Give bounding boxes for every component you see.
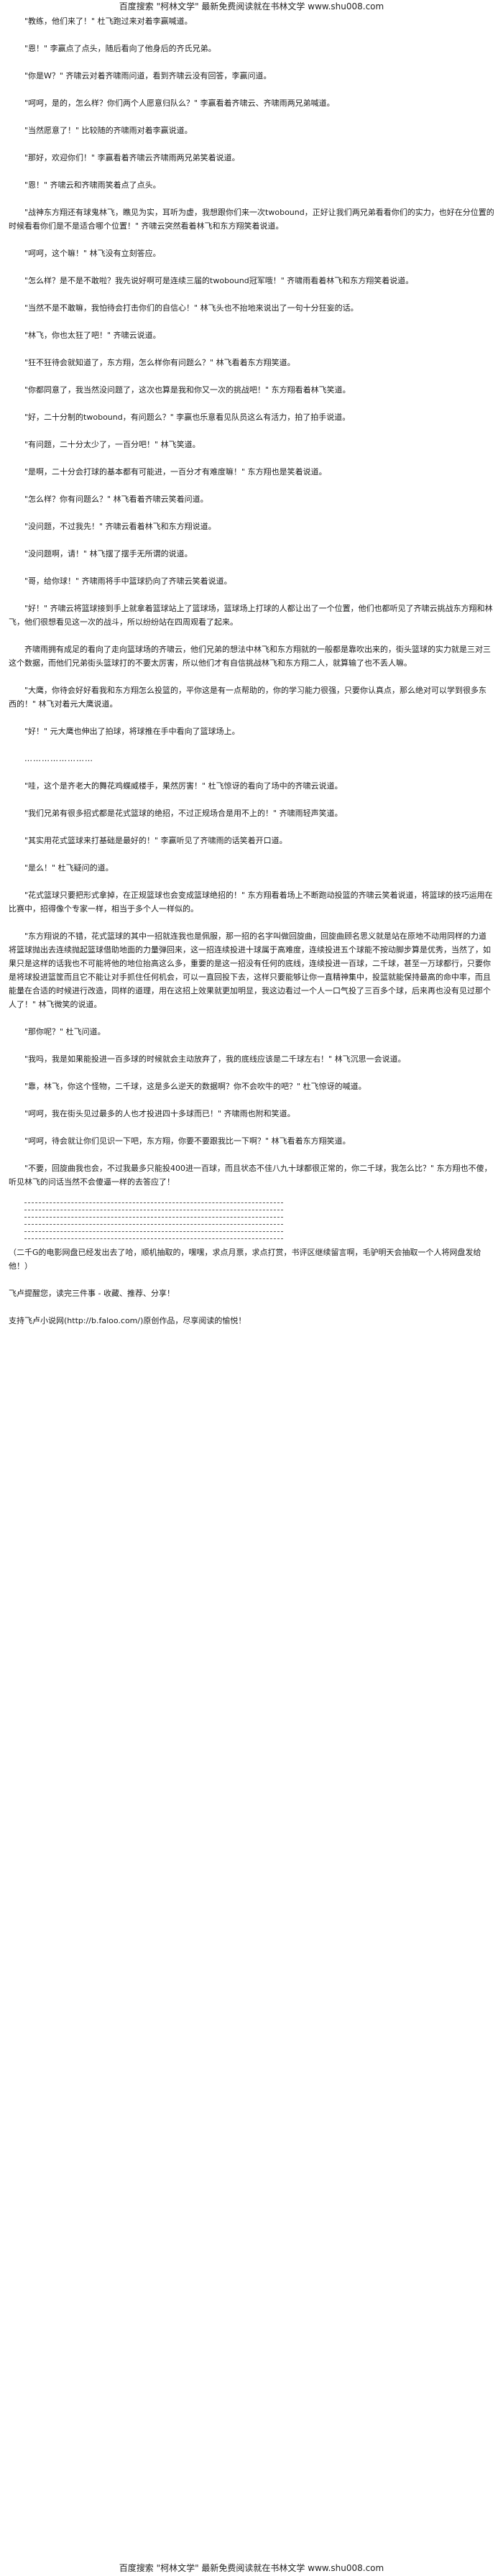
- story-paragraph: "当然愿意了！" 比较随的齐啸雨对着李赢说道。: [24, 126, 193, 135]
- divider-block: [9, 1202, 494, 1239]
- story-paragraph: 齐啸雨拥有成足的看向了走向篮球场的齐啸云，他们兄弟的想法中林飞和东方翔就的一般都…: [9, 645, 491, 668]
- story-paragraph: "其实用花式篮球来打基础是最好的！" 李赢听见了齐啸雨的话笑着开口道。: [24, 836, 287, 845]
- story-paragraph: "那好，欢迎你们！" 李赢看着齐啸云齐啸雨两兄弟笑着说道。: [24, 153, 240, 162]
- story-paragraph: "有问题，二十分太少了，一百分吧！" 林飞笑道。: [24, 440, 200, 449]
- story-paragraph: "是么！" 杜飞疑问的道。: [24, 863, 114, 873]
- story-paragraph: "林飞，你也太狂了吧！" 齐啸云说道。: [24, 331, 161, 340]
- story-paragraph: "我吗，我是如果能投进一百多球的时候就会主动放弃了，我的底线应该是二千球左右！"…: [24, 1054, 406, 1064]
- story-paragraph: "教练，他们来了！" 杜飞跑过来对着李赢喊道。: [24, 17, 193, 26]
- story-paragraph: "你都同意了，我当然没问题了，这次也算是我和你又一次的挑战吧！" 东方翔看着林飞…: [24, 385, 351, 395]
- story-paragraph: "呵呵，这个嘛！" 林飞没有立刻答应。: [24, 249, 161, 258]
- story-paragraph: "呵呵，待会就让你们见识一下吧，东方翔，你要不要跟我比一下啊？" 林飞看着东方翔…: [24, 1136, 351, 1146]
- story-paragraph: "哇，这个是齐老大的舞花鸡蝶威楼手，果然厉害！" 杜飞惊讶的看向了场中的齐啸云说…: [24, 781, 343, 791]
- divider-line: [24, 1231, 283, 1232]
- story-paragraph: "当然不是不敢嘛，我怕待会打击你们的自信心！" 林飞头也不抬地来说出了一句十分狂…: [24, 303, 359, 313]
- story-paragraph: "好！" 元大鹰也伸出了拍球，将球推在手中看向了篮球场上。: [24, 727, 240, 736]
- paragraph-group-1: "教练，他们来了！" 杜飞跑过来对着李赢喊道。 "恩！" 李赢点了点头，随后看向了…: [9, 14, 494, 738]
- story-paragraph: "呵呵，我在街头见过最多的人也才投进四十多球而已！" 齐啸雨也附和笑道。: [24, 1109, 295, 1118]
- divider-line: [24, 1217, 283, 1218]
- story-paragraph: "没问题啊，请！" 林飞摆了摆手无所谓的说道。: [24, 549, 193, 558]
- story-paragraph: "靠，林飞，你这个怪物，二千球，这是多么逆天的数据啊？你不会吹牛的吧？" 杜飞惊…: [24, 1082, 366, 1091]
- story-paragraph: "是啊，二十分会打球的基本都有可能进，一百分才有难度嘛！" 东方翔也是笑着说道。: [24, 467, 327, 477]
- site-banner-top: 百度搜索 "柯林文学" 最新免费阅读就在书林文学 www.shu008.com: [119, 1, 384, 12]
- site-banner-bottom: 百度搜索 "柯林文学" 最新免费阅读就在书林文学 www.shu008.com: [119, 2563, 384, 2573]
- story-paragraph: "好！" 齐啸云将篮球接到手上就拿着篮球站上了篮球场，篮球场上打球的人都让出了一…: [9, 604, 493, 627]
- paragraph-group-2: "哇，这个是齐老大的舞花鸡蝶威楼手，果然厉害！" 杜飞惊讶的看向了场中的齐啸云说…: [9, 779, 494, 1189]
- story-paragraph: "好，二十分制的twobound，有问题么？" 李赢也乐意看见队员这么有活力，拍…: [24, 413, 351, 422]
- story-paragraph: "怎么样？你有问题么？" 林飞看着齐啸云笑着问道。: [24, 494, 208, 504]
- divider-line: [24, 1224, 283, 1225]
- story-paragraph: "不要，回旋曲我也会，不过我最多只能投400进一百球，而且状态不佳八九十球都很正…: [9, 1164, 492, 1187]
- story-paragraph: "东方翔说的不错，花式篮球的其中一招就连我也是佩服，那一招的名字叫做回旋曲，回旋…: [9, 932, 491, 1009]
- story-paragraph: "大鹰，你待会好好看我和东方翔怎么投篮的，平你这是有一点帮助的，你的学习能力很强…: [9, 686, 487, 709]
- divider-line: [24, 1202, 283, 1203]
- story-paragraph: "那你呢？" 杜飞问道。: [24, 1027, 106, 1036]
- story-paragraph: "呵呵，是的，怎么样？你们两个人愿意归队么？" 李赢看着齐啸云、齐啸雨两兄弟喊道…: [24, 98, 335, 108]
- story-paragraph: "你是W？" 齐啸云对着齐啸雨问道，看到齐啸云没有回答，李赢问道。: [24, 71, 272, 80]
- story-paragraph: "哥，给你球！" 齐啸雨将手中篮球扔向了齐啸云笑着说道。: [24, 576, 232, 586]
- story-paragraph: "没问题，不过我先！" 齐啸云看着林飞和东方翔说道。: [24, 522, 216, 531]
- scene-break-dots: ……………………: [24, 754, 93, 763]
- story-paragraph: "恩！" 李赢点了点头，随后看向了他身后的齐氏兄弟。: [24, 44, 216, 53]
- support-line: 支持飞卢小说网(http://b.faloo.com/)原创作品，尽享阅读的愉悦…: [9, 1316, 246, 1325]
- story-paragraph: "花式篮球只要把形式拿掉，在正规篮球也会变成篮球绝招的！" 东方翔看着场上不断跑…: [9, 891, 493, 914]
- author-note: （二千G的电影网盘已经发出去了哈，顺机抽取的，嘿嘿，求点月票，求点打赏，书评区继…: [9, 1248, 481, 1271]
- story-paragraph: "怎么样？是不是不敢啦？我先说好啊可是连续三届的twobound冠军哦！" 齐啸…: [24, 276, 414, 285]
- read-request-line: 飞卢提醒您，读完三件事 - 收藏、推荐、分享！: [9, 1289, 175, 1298]
- story-paragraph: "战神东方翔还有球鬼林飞，瞧见为实，耳听为虚，我想跟你们来一次twobound，…: [9, 208, 494, 231]
- story-paragraph: "恩！" 齐啸云和齐啸雨笑着点了点头。: [24, 180, 161, 190]
- divider-line: [24, 1238, 283, 1239]
- story-paragraph: "狂不狂待会就知道了，东方翔，怎么样你有问题么？" 林飞看着东方翔笑道。: [24, 358, 295, 367]
- chapter-body: "教练，他们来了！" 杜飞跑过来对着李赢喊道。 "恩！" 李赢点了点头，随后看向了…: [9, 14, 494, 1341]
- story-paragraph: "我们兄弟有很多招式都是花式篮球的绝招，不过正规场合是用不上的！" 齐啸雨轻声笑…: [24, 809, 343, 818]
